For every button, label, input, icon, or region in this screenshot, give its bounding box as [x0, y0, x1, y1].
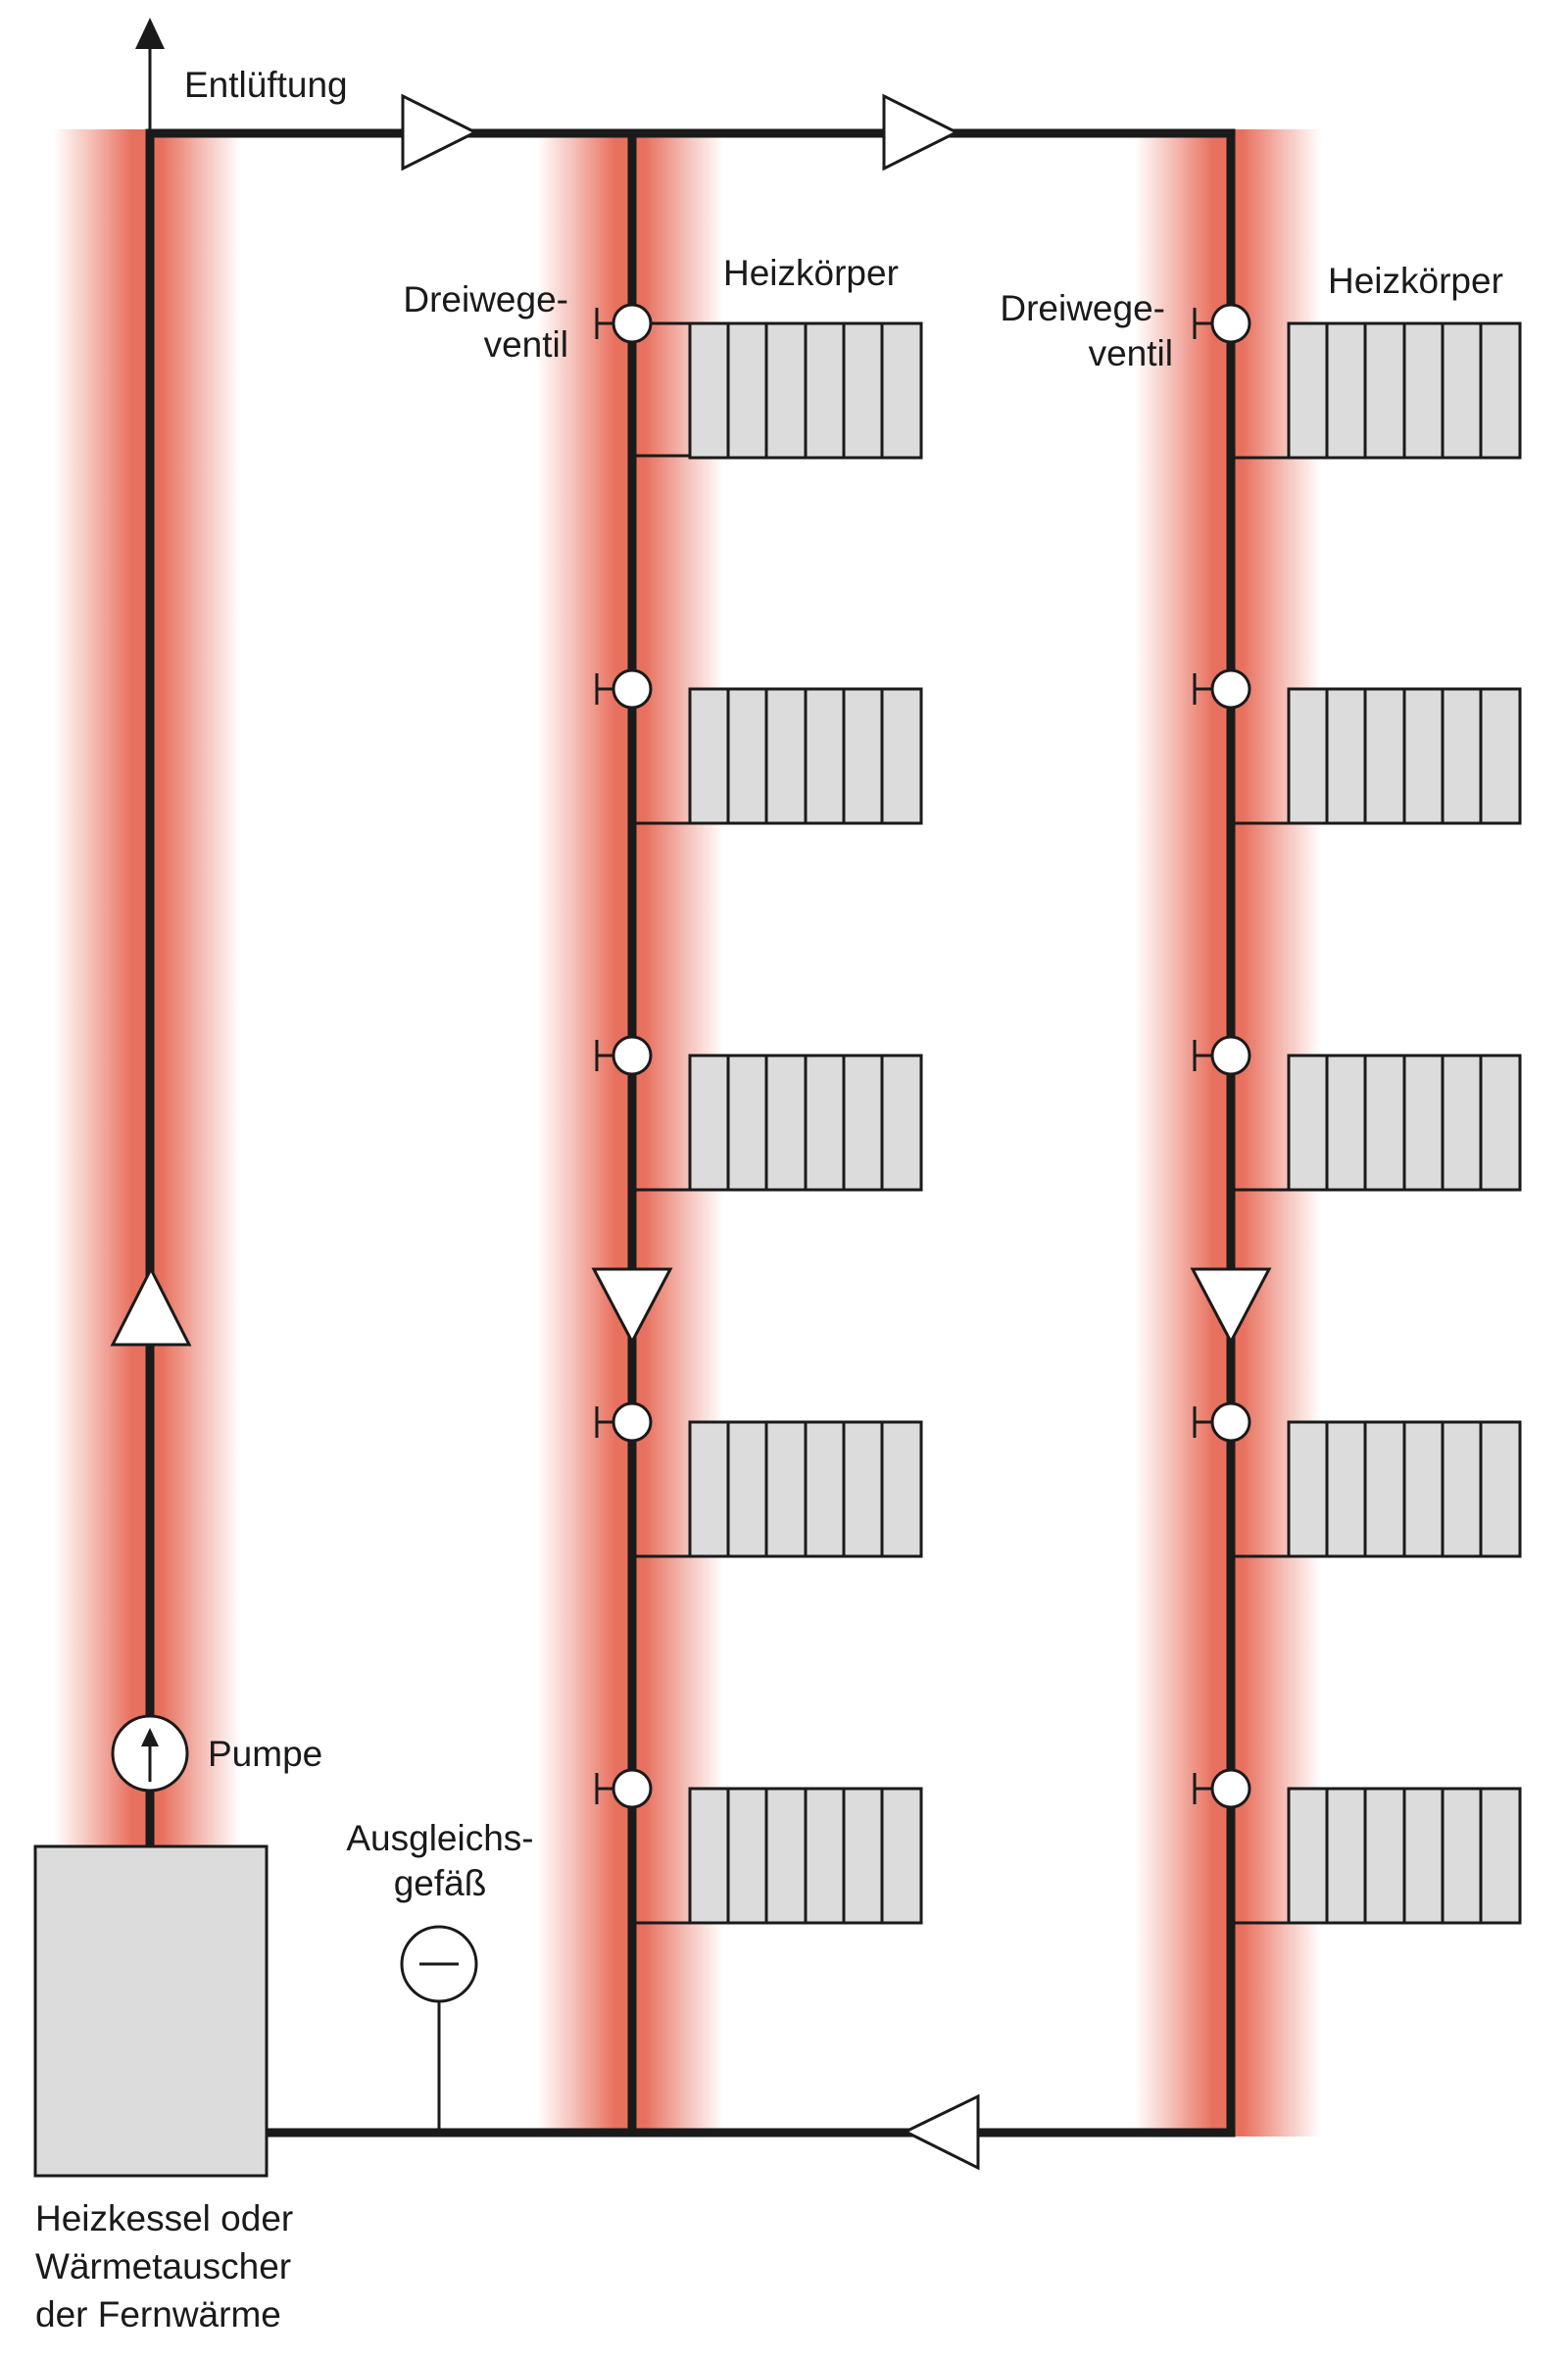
radiator-icon	[1287, 1054, 1522, 1192]
radiator-icon	[1287, 321, 1522, 460]
three-way-valve-icon	[1210, 1035, 1251, 1076]
expansion-vessel-label-line2: gefäß	[394, 1863, 487, 1903]
radiator-icon	[688, 1054, 923, 1192]
vent-label: Entlüftung	[184, 65, 348, 105]
radiator-icon	[688, 687, 923, 825]
boiler-box	[33, 1844, 269, 2178]
flow-arrow-right-1-icon	[401, 93, 479, 172]
expansion-vessel-label-line1: Ausgleichs-	[346, 1818, 533, 1858]
valve-label-right-line1: Dreiwege-	[1000, 288, 1165, 328]
radiator-unit	[595, 303, 923, 460]
three-way-valve-icon	[612, 668, 653, 710]
three-way-valve-icon	[612, 1768, 653, 1809]
flow-arrow-right-2-icon	[882, 93, 960, 172]
radiator-icon	[1287, 1787, 1522, 1925]
radiator-unit	[595, 1768, 923, 1925]
flow-arrow-left-icon	[902, 2093, 980, 2171]
flow-arrow-down-left-icon	[591, 1267, 673, 1346]
radiator-icon	[688, 1787, 923, 1925]
boiler-label-line3: der Fernwärme	[35, 2294, 281, 2334]
flow-arrow-up-icon	[110, 1265, 192, 1347]
radiator-icon	[688, 1420, 923, 1558]
radiator-icon	[688, 321, 923, 460]
radiator-label-right: Heizkörper	[1328, 261, 1503, 301]
three-way-valve-icon	[612, 1035, 653, 1076]
boiler-label-line2: Wärmetauscher	[35, 2246, 291, 2286]
flow-arrow-down-right-icon	[1190, 1267, 1272, 1346]
three-way-valve-icon	[1210, 668, 1251, 710]
radiator-icon	[1287, 687, 1522, 825]
radiator-column-right	[1193, 303, 1522, 1925]
radiator-unit	[1193, 303, 1522, 460]
radiator-column-left	[595, 303, 923, 1925]
radiator-unit	[1193, 1768, 1522, 1925]
valve-label-right-line2: ventil	[1089, 333, 1173, 373]
three-way-valve-icon	[1210, 303, 1251, 344]
valve-label-left-line2: ventil	[484, 324, 568, 365]
radiator-unit	[1193, 1035, 1522, 1192]
three-way-valve-icon	[612, 1401, 653, 1443]
radiator-unit	[1193, 1401, 1522, 1558]
vent-arrow-up-icon	[135, 18, 165, 133]
radiator-unit	[595, 668, 923, 825]
three-way-valve-icon	[612, 303, 653, 344]
radiator-label-left: Heizkörper	[723, 253, 899, 293]
radiator-unit	[1193, 668, 1522, 825]
radiator-unit	[595, 1401, 923, 1558]
expansion-vessel-icon	[400, 1925, 478, 2133]
radiator-unit	[595, 1035, 923, 1192]
valve-label-left-line1: Dreiwege-	[403, 279, 568, 319]
three-way-valve-icon	[1210, 1401, 1251, 1443]
three-way-valve-icon	[1210, 1768, 1251, 1809]
boiler-label-line1: Heizkessel oder	[35, 2198, 293, 2238]
pump-label: Pumpe	[208, 1734, 322, 1774]
pump-icon	[111, 1714, 189, 1793]
radiator-icon	[1287, 1420, 1522, 1558]
